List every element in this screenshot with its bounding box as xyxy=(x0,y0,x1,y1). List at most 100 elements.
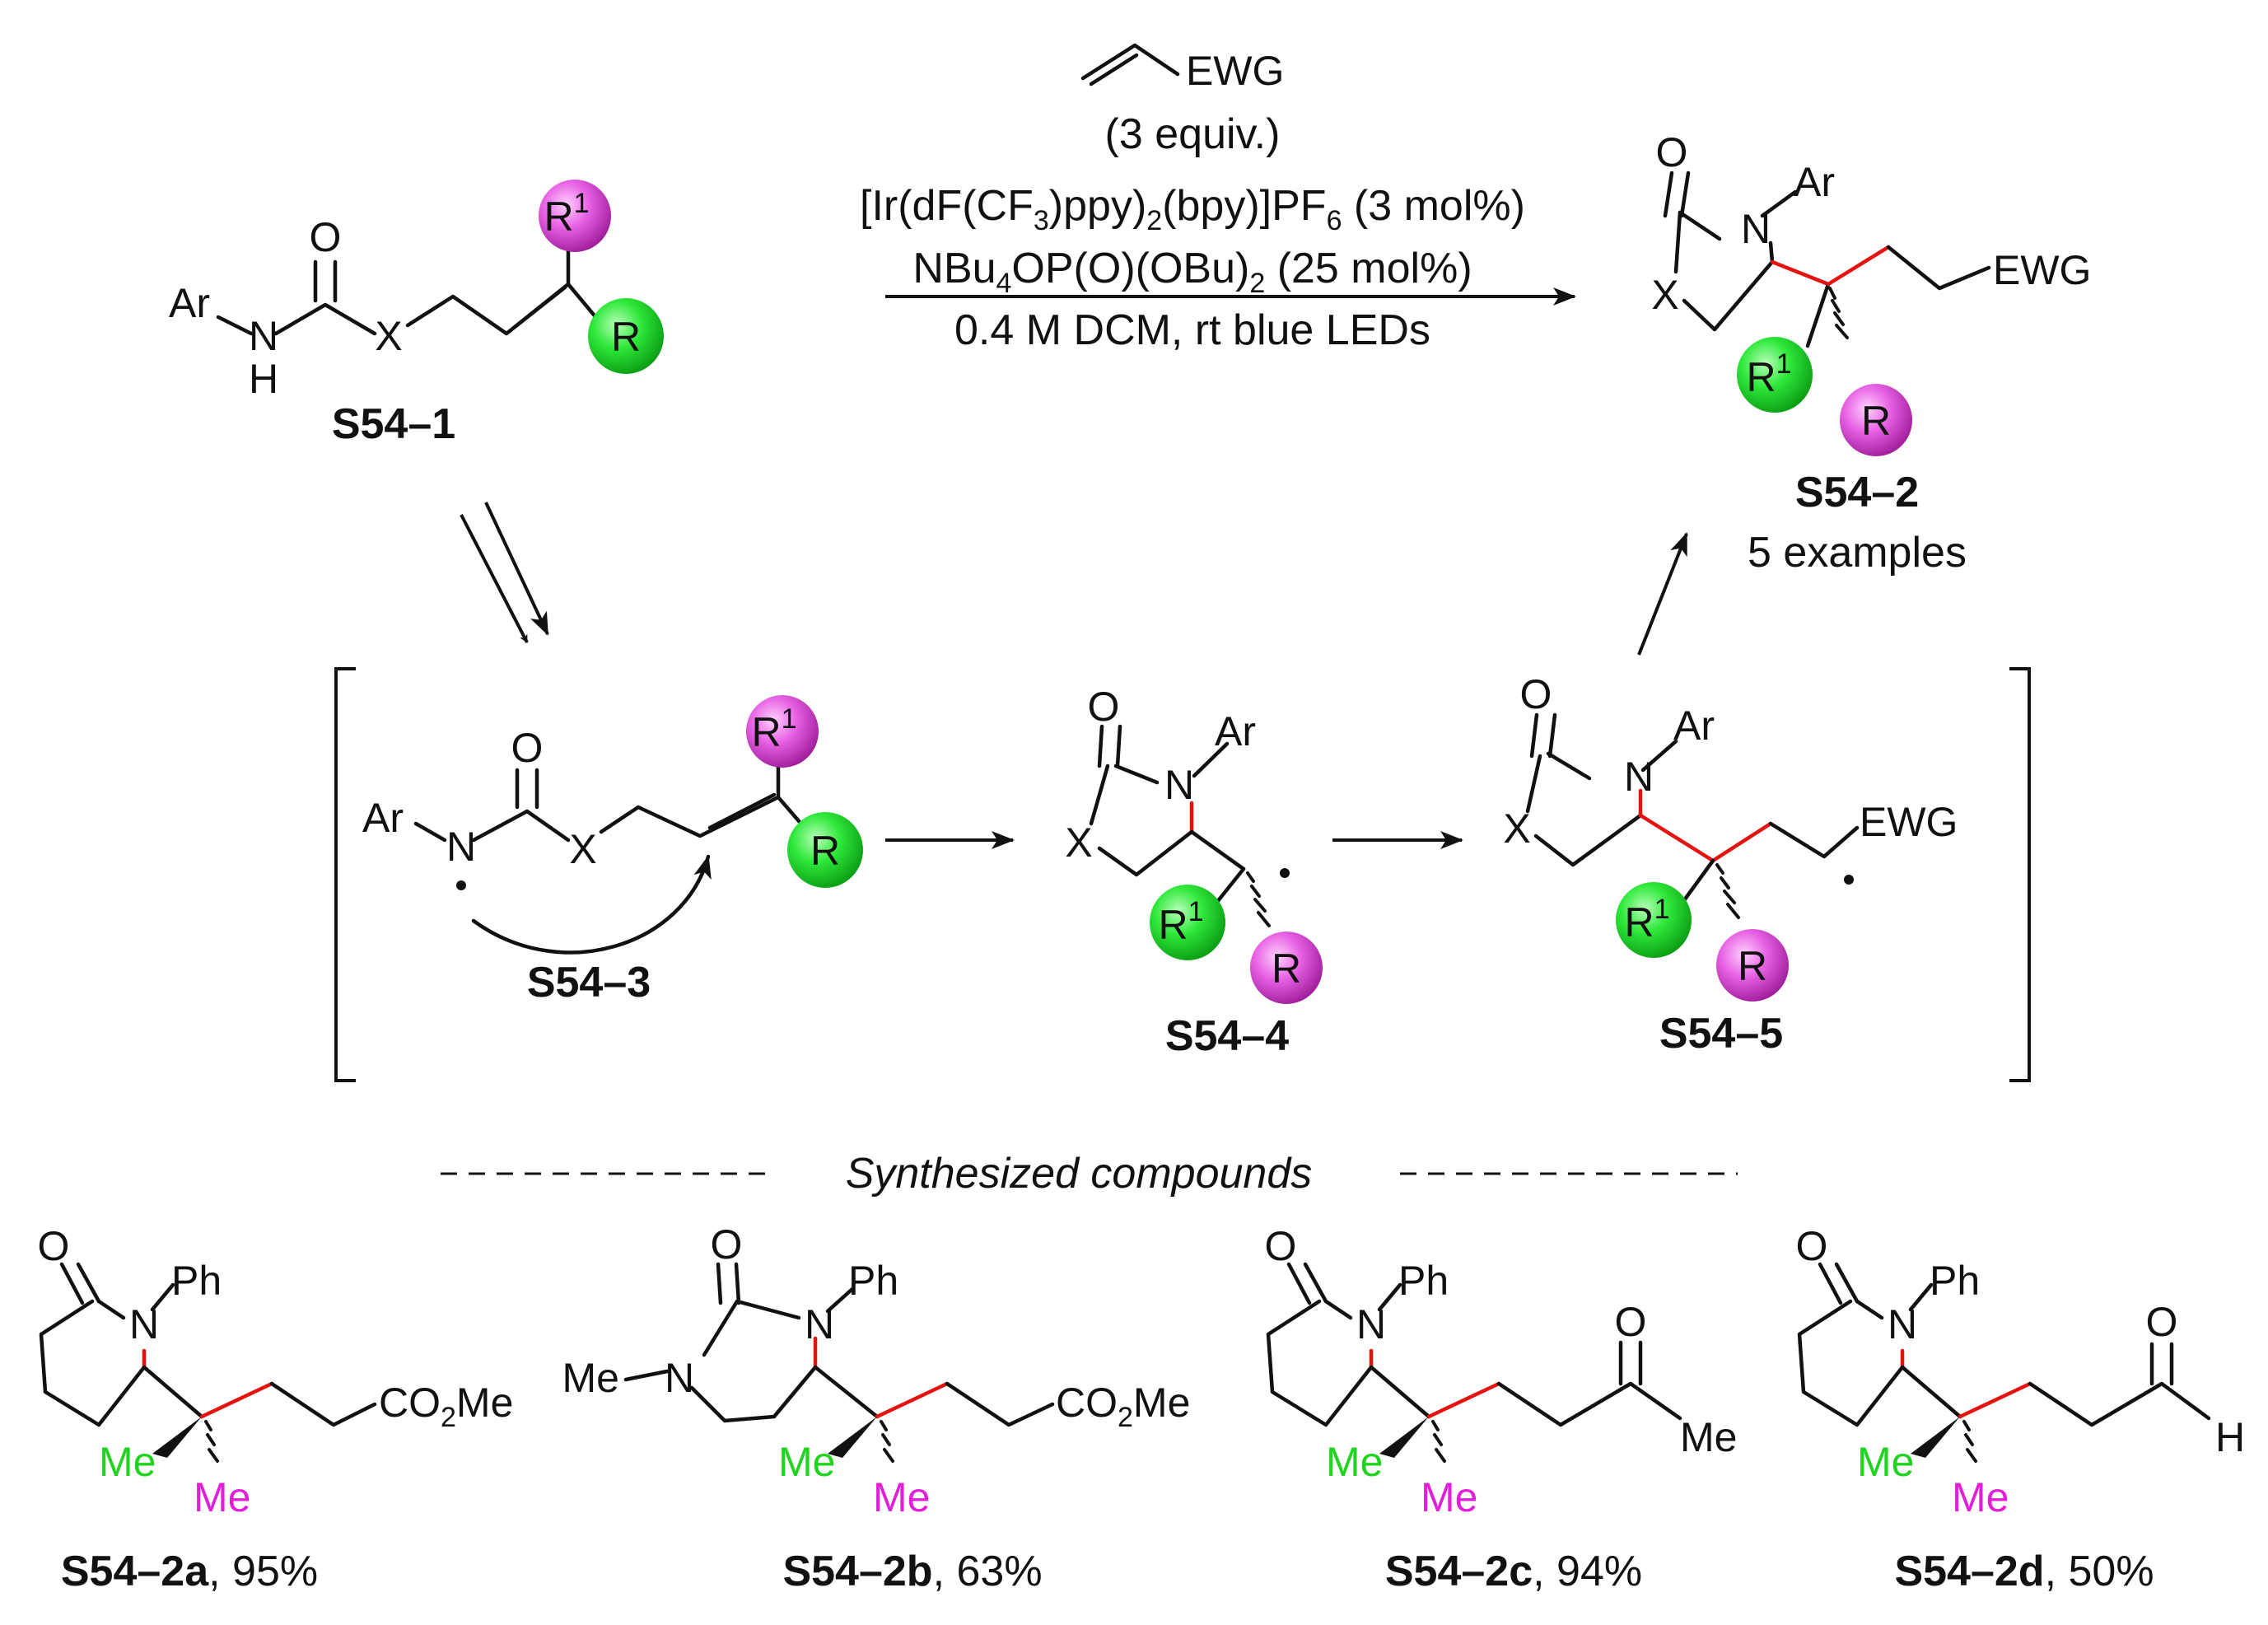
structure-s54-2: O N Ar X EWG R1 R xyxy=(1651,129,2091,456)
s54-4-r-ball xyxy=(1250,932,1323,1004)
s54-5-x: X xyxy=(1503,805,1530,852)
s54-2b-n2: N xyxy=(665,1355,694,1401)
structure-s54-2a: O N Ph CO2Me Me Me xyxy=(38,1223,514,1520)
s54-4-n: N xyxy=(1164,762,1194,808)
s54-5-o: O xyxy=(1520,671,1552,717)
s54-4-r1-ball xyxy=(1150,885,1225,960)
reagent-conditions: 0.4 M DCM, rt blue LEDs xyxy=(954,306,1430,354)
s54-2b-o: O xyxy=(711,1221,743,1268)
s54-2b-ph: Ph xyxy=(848,1258,898,1304)
s54-3-ar: Ar xyxy=(362,795,404,841)
s54-2b-n-me: Me xyxy=(562,1355,619,1401)
label-s54-5: S54–5 xyxy=(1659,1010,1783,1058)
label-s54-2b: S54–2b, 63% xyxy=(782,1548,1042,1595)
label-s54-2a: S54–2a, 95% xyxy=(61,1548,318,1595)
s54-2a-n: N xyxy=(129,1301,159,1347)
s54-5-r: R xyxy=(1738,943,1767,989)
s54-4-x: X xyxy=(1065,820,1092,866)
structure-s54-1: O Ar N H X R1 R xyxy=(169,180,664,402)
s54-2d-ph: Ph xyxy=(1930,1258,1980,1304)
reagent-alkene: EWG xyxy=(1080,43,1284,94)
s54-1-r: R xyxy=(611,314,641,360)
s54-2d-wedge-bond xyxy=(1911,1417,1960,1458)
reagent-equiv: (3 equiv.) xyxy=(1105,110,1281,158)
structure-s54-2b: O N Ph N Me CO2Me Me Me xyxy=(562,1221,1191,1520)
s54-1-n: N xyxy=(249,313,278,359)
s54-2d-me-green: Me xyxy=(1857,1439,1914,1485)
s54-2c-ketone-me: Me xyxy=(1680,1414,1737,1460)
s54-1-r-ball xyxy=(588,298,664,374)
structure-s54-4: O N Ar X R1 R xyxy=(1065,684,1323,1004)
s54-5-radical-dot xyxy=(1844,875,1854,885)
s54-1-ar: Ar xyxy=(169,280,210,326)
s54-1-h: H xyxy=(249,356,278,402)
s54-4-radical-dot xyxy=(1280,868,1290,878)
s54-3-n: N xyxy=(446,824,476,870)
label-s54-3: S54–3 xyxy=(527,959,651,1006)
s54-3-radical-dot xyxy=(456,880,466,890)
s54-2-r1: R1 xyxy=(1746,348,1791,400)
s54-3-r: R xyxy=(810,828,840,874)
s54-2c-ketone-o: O xyxy=(1615,1299,1647,1345)
radical-curved-arrow xyxy=(471,854,712,955)
s54-5-r1: R1 xyxy=(1624,894,1669,946)
s54-2a-o: O xyxy=(38,1223,70,1269)
s54-2-r-ball xyxy=(1840,384,1912,456)
double-arrow-line-1 xyxy=(460,514,529,643)
label-s54-2: S54–2 xyxy=(1795,469,1919,516)
s54-2a-ph: Ph xyxy=(171,1258,222,1304)
double-arrow-line-2 xyxy=(484,502,549,636)
label-examples: 5 examples xyxy=(1748,529,1967,577)
s54-3-x: X xyxy=(569,826,596,872)
s54-4-r: R xyxy=(1272,946,1301,992)
left-bracket xyxy=(334,667,356,1082)
s54-2-n: N xyxy=(1741,206,1771,252)
s54-1-r1: R1 xyxy=(544,188,589,240)
s54-2d-me-magenta: Me xyxy=(1952,1474,2009,1520)
s54-2a-wedge-bond xyxy=(152,1417,202,1458)
s54-2d-aldehyde-o: O xyxy=(2146,1299,2178,1345)
s54-2-o: O xyxy=(1656,129,1688,175)
label-s54-1: S54–1 xyxy=(332,400,455,448)
s54-1-r1-ball xyxy=(539,180,611,252)
label-s54-2c: S54–2c, 94% xyxy=(1385,1548,1642,1595)
s54-5-n: N xyxy=(1624,754,1654,800)
s54-2a-co2me: CO2Me xyxy=(379,1380,513,1433)
s54-2-ewg: EWG xyxy=(1993,247,2091,293)
s54-2c-o: O xyxy=(1265,1223,1297,1269)
s54-4-r1: R1 xyxy=(1158,896,1203,948)
s54-2d-aldehyde-h: H xyxy=(2215,1414,2245,1460)
structure-s54-5: O N Ar X EWG R1 R xyxy=(1503,671,1958,1002)
label-s54-2d: S54–2d, 50% xyxy=(1894,1548,2154,1595)
s54-2-ar: Ar xyxy=(1794,159,1835,205)
s54-3-o: O xyxy=(511,725,544,771)
right-bracket xyxy=(2009,667,2031,1082)
s54-5-r1-ball xyxy=(1616,882,1692,958)
s54-5-r-ball xyxy=(1716,929,1789,1002)
s54-2d-o: O xyxy=(1796,1223,1828,1269)
structure-s54-3: O Ar N X R1 R xyxy=(362,695,863,955)
s54-2b-n1: N xyxy=(805,1301,834,1347)
reagent-base: NBu4OP(O)(OBu)2 (25 mol%) xyxy=(912,245,1472,299)
s54-2c-wedge-bond xyxy=(1379,1417,1429,1458)
s54-5-ar: Ar xyxy=(1673,703,1715,749)
s54-3-r1: R1 xyxy=(751,703,796,755)
s54-2b-me-green: Me xyxy=(778,1439,835,1485)
structure-s54-2d: O N Ph O H Me Me xyxy=(1796,1223,2246,1520)
s54-2c-me-magenta: Me xyxy=(1421,1474,1477,1520)
reagent-ewg: EWG xyxy=(1186,48,1284,94)
s54-2b-me-magenta: Me xyxy=(873,1474,930,1520)
reagent-catalyst: [Ir(dF(CF3)ppy)2(bpy)]PF6 (3 mol%) xyxy=(860,182,1525,236)
s54-3-r1-ball xyxy=(746,695,819,768)
s54-3-r-ball xyxy=(787,812,863,888)
s54-4-ar: Ar xyxy=(1215,708,1256,754)
s54-2d-n: N xyxy=(1888,1301,1917,1347)
s54-4-o: O xyxy=(1088,684,1120,730)
label-s54-4: S54–4 xyxy=(1165,1012,1289,1060)
structure-s54-2c: O N Ph O Me Me Me xyxy=(1265,1223,1738,1520)
s54-1-x: X xyxy=(375,313,402,359)
synthesized-heading: Synthesized compounds xyxy=(846,1150,1313,1198)
s54-2a-me-magenta: Me xyxy=(194,1474,250,1520)
s54-2a-me-green: Me xyxy=(99,1439,156,1485)
